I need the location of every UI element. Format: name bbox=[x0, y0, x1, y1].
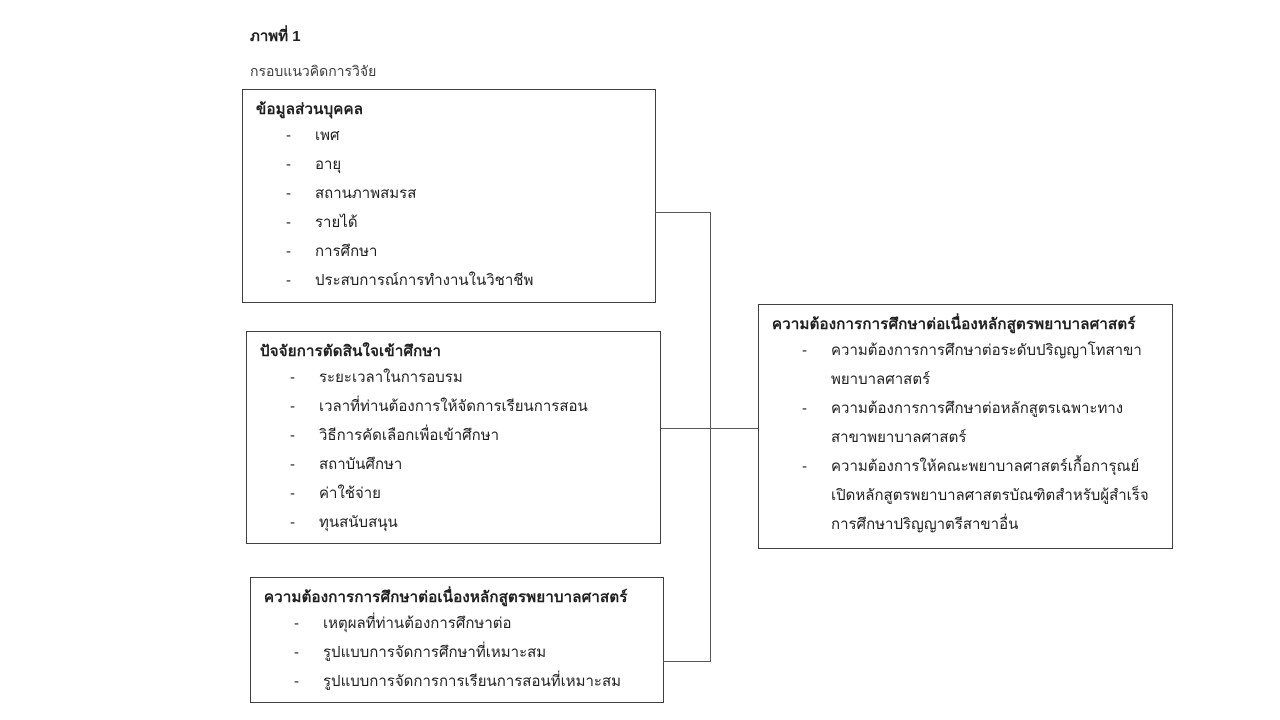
dash-bullet: - bbox=[290, 427, 295, 444]
list-item: - เพศ bbox=[243, 121, 655, 150]
box-personal-info: ข้อมูลส่วนบุคคล - เพศ - อายุ - สถานภาพสม… bbox=[242, 89, 656, 303]
box-decision-factors-title: ปัจจัยการตัดสินใจเข้าศึกษา bbox=[260, 343, 442, 360]
list-item-label: การศึกษา bbox=[315, 243, 378, 260]
dash-bullet: - bbox=[290, 456, 295, 473]
connector-vertical-spine bbox=[710, 212, 711, 662]
dash-bullet: - bbox=[294, 644, 299, 661]
list-item: - เวลาที่ท่านต้องการให้จัดการเรียนการสอน bbox=[247, 392, 660, 421]
list-item-label: วิธีการคัดเลือกเพื่อเข้าศึกษา bbox=[319, 427, 500, 444]
dash-bullet: - bbox=[290, 485, 295, 502]
list-item-label: รายได้ bbox=[315, 214, 358, 231]
list-item-label: ทุนสนับสนุน bbox=[319, 514, 398, 531]
box-outcome: ความต้องการการศึกษาต่อเนื่องหลักสูตรพยาบ… bbox=[758, 304, 1173, 549]
box-outcome-title: ความต้องการการศึกษาต่อเนื่องหลักสูตรพยาบ… bbox=[772, 316, 1136, 333]
list-item: - สถาบันศึกษา bbox=[247, 450, 660, 479]
list-item: - การศึกษา bbox=[243, 237, 655, 266]
dash-bullet: - bbox=[802, 342, 807, 359]
dash-bullet: - bbox=[286, 185, 291, 202]
dash-bullet: - bbox=[290, 514, 295, 531]
box-personal-info-title: ข้อมูลส่วนบุคคล bbox=[256, 101, 364, 118]
dash-bullet: - bbox=[294, 615, 299, 632]
list-item: - ความต้องการการศึกษาต่อหลักสูตรเฉพาะทาง… bbox=[759, 394, 1172, 452]
dash-bullet: - bbox=[802, 458, 807, 475]
dash-bullet: - bbox=[286, 214, 291, 231]
dash-bullet: - bbox=[286, 127, 291, 144]
dash-bullet: - bbox=[290, 369, 295, 386]
list-item-label: ประสบการณ์การทำงานในวิชาชีพ bbox=[315, 272, 534, 289]
list-item-label: ความต้องการการศึกษาต่อระดับปริญญาโทสาขาพ… bbox=[831, 342, 1142, 388]
list-item: - สถานภาพสมรส bbox=[243, 179, 655, 208]
list-item-label: ความต้องการการศึกษาต่อหลักสูตรเฉพาะทางสา… bbox=[831, 400, 1124, 446]
box-continuing-need: ความต้องการการศึกษาต่อเนื่องหลักสูตรพยาบ… bbox=[250, 577, 664, 703]
list-item-label: อายุ bbox=[315, 156, 342, 173]
dash-bullet: - bbox=[286, 243, 291, 260]
list-item: - รูปแบบการจัดการการเรียนการสอนที่เหมาะส… bbox=[251, 667, 663, 696]
list-item: - รูปแบบการจัดการศึกษาที่เหมาะสม bbox=[251, 638, 663, 667]
list-item: - ทุนสนับสนุน bbox=[247, 508, 660, 537]
list-item: - ความต้องการให้คณะพยาบาลศาสตร์เกื้อการุ… bbox=[759, 452, 1172, 539]
list-item-label: เหตุผลที่ท่านต้องการศึกษาต่อ bbox=[323, 615, 512, 632]
list-item-label: ค่าใช้จ่าย bbox=[319, 485, 381, 502]
list-item-label: รูปแบบการจัดการศึกษาที่เหมาะสม bbox=[323, 644, 547, 661]
list-item-label: สถาบันศึกษา bbox=[319, 456, 403, 473]
figure-caption: กรอบแนวคิดการวิจัย bbox=[250, 63, 377, 79]
dash-bullet: - bbox=[802, 400, 807, 417]
list-item-label: ระยะเวลาในการอบรม bbox=[319, 369, 463, 386]
connector-box3-to-spine bbox=[663, 661, 711, 662]
list-item: - ค่าใช้จ่าย bbox=[247, 479, 660, 508]
box-continuing-need-title: ความต้องการการศึกษาต่อเนื่องหลักสูตรพยาบ… bbox=[264, 589, 628, 606]
list-item: - ประสบการณ์การทำงานในวิชาชีพ bbox=[243, 266, 655, 295]
dash-bullet: - bbox=[286, 156, 291, 173]
figure-label: ภาพที่ 1 bbox=[250, 28, 301, 45]
box-decision-factors: ปัจจัยการตัดสินใจเข้าศึกษา - ระยะเวลาในก… bbox=[246, 331, 661, 544]
list-item: - เหตุผลที่ท่านต้องการศึกษาต่อ bbox=[251, 609, 663, 638]
list-item-label: รูปแบบการจัดการการเรียนการสอนที่เหมาะสม bbox=[323, 673, 622, 690]
list-item: - วิธีการคัดเลือกเพื่อเข้าศึกษา bbox=[247, 421, 660, 450]
list-item-label: สถานภาพสมรส bbox=[315, 185, 417, 202]
dash-bullet: - bbox=[294, 673, 299, 690]
list-item: - อายุ bbox=[243, 150, 655, 179]
connector-box2-to-outcome bbox=[661, 428, 758, 429]
list-item-label: ความต้องการให้คณะพยาบาลศาสตร์เกื้อการุณย… bbox=[831, 458, 1149, 533]
dash-bullet: - bbox=[290, 398, 295, 415]
list-item: - ความต้องการการศึกษาต่อระดับปริญญาโทสาข… bbox=[759, 336, 1172, 394]
connector-box1-to-spine bbox=[655, 212, 711, 213]
list-item-label: เวลาที่ท่านต้องการให้จัดการเรียนการสอน bbox=[319, 398, 588, 415]
list-item: - ระยะเวลาในการอบรม bbox=[247, 363, 660, 392]
list-item-label: เพศ bbox=[315, 127, 340, 144]
dash-bullet: - bbox=[286, 272, 291, 289]
list-item: - รายได้ bbox=[243, 208, 655, 237]
